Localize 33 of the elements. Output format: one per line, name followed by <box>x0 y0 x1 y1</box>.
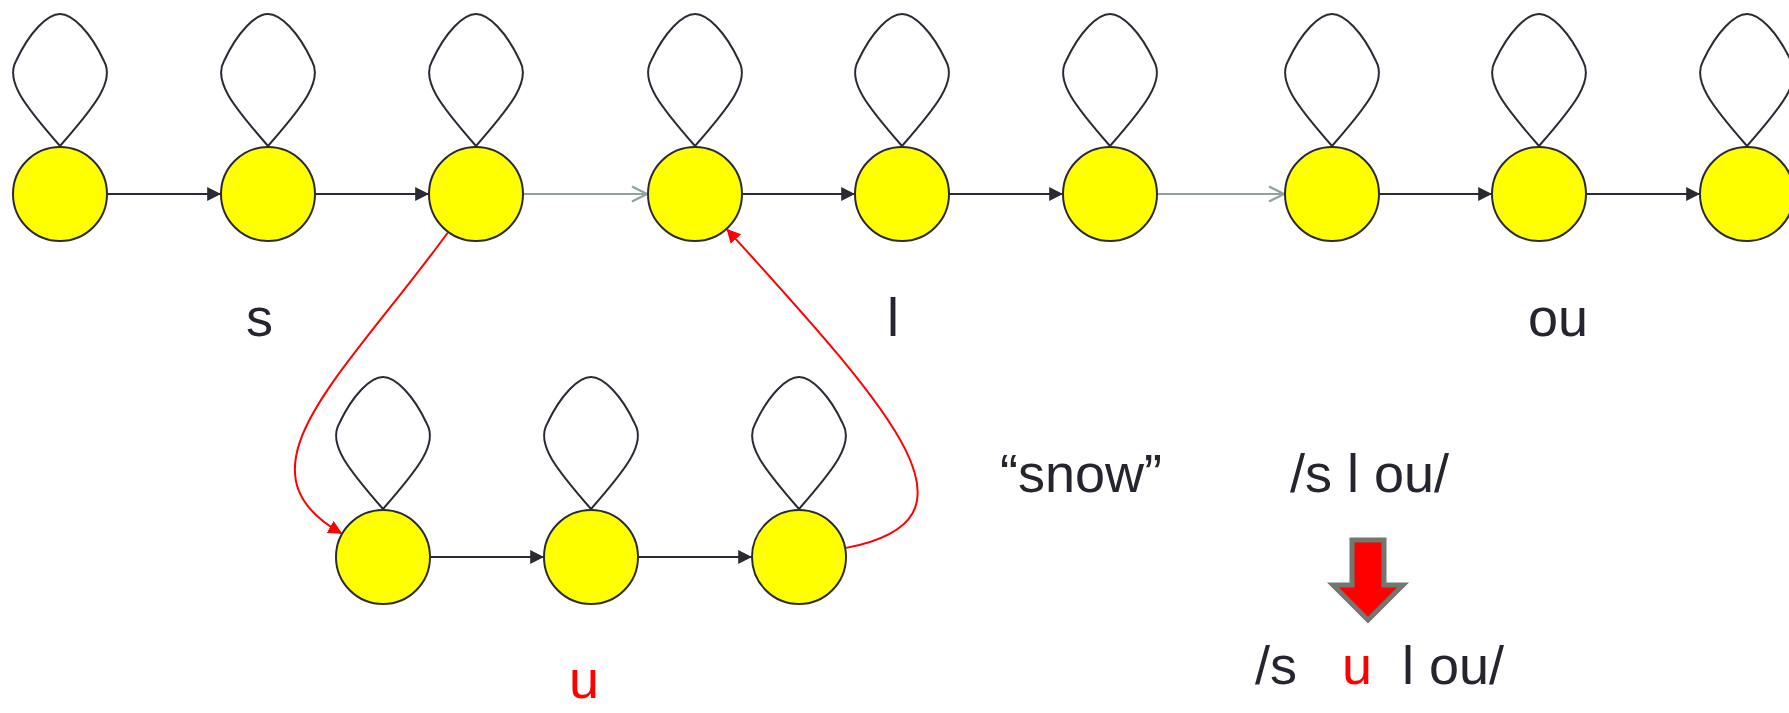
arrow <box>949 187 1064 201</box>
self-loop <box>1062 13 1158 147</box>
self-loop <box>428 13 524 147</box>
arrow <box>1586 187 1701 201</box>
transcription-text: /s l ou/ <box>1290 446 1450 500</box>
arrow <box>315 187 430 201</box>
arrow <box>294 231 449 535</box>
transcription-text: /s <box>1255 638 1297 692</box>
arrow <box>430 550 545 564</box>
transcription-text: l ou/ <box>1402 638 1505 692</box>
transcription-text: “snow” <box>1000 446 1163 500</box>
arrow <box>742 187 856 201</box>
self-loop <box>543 376 639 510</box>
phoneme-label: u <box>569 652 600 706</box>
self-loop <box>647 13 743 147</box>
self-loop <box>1491 13 1587 147</box>
self-loop <box>220 13 316 147</box>
self-loop <box>1284 13 1380 147</box>
arrow <box>523 185 649 203</box>
self-loop <box>854 13 950 147</box>
arrow <box>638 550 753 564</box>
self-loop <box>751 376 847 510</box>
arrow <box>726 228 919 549</box>
self-loop <box>12 13 108 147</box>
phoneme-label: s <box>246 290 273 344</box>
self-loop <box>1699 13 1789 147</box>
phoneme-label: l <box>887 290 899 344</box>
self-loop <box>335 376 431 510</box>
arrow <box>1157 185 1286 203</box>
arrow <box>107 187 222 201</box>
transcription-text: u <box>1342 638 1373 692</box>
phoneme-label: ou <box>1528 290 1589 344</box>
arrow <box>1379 187 1493 201</box>
